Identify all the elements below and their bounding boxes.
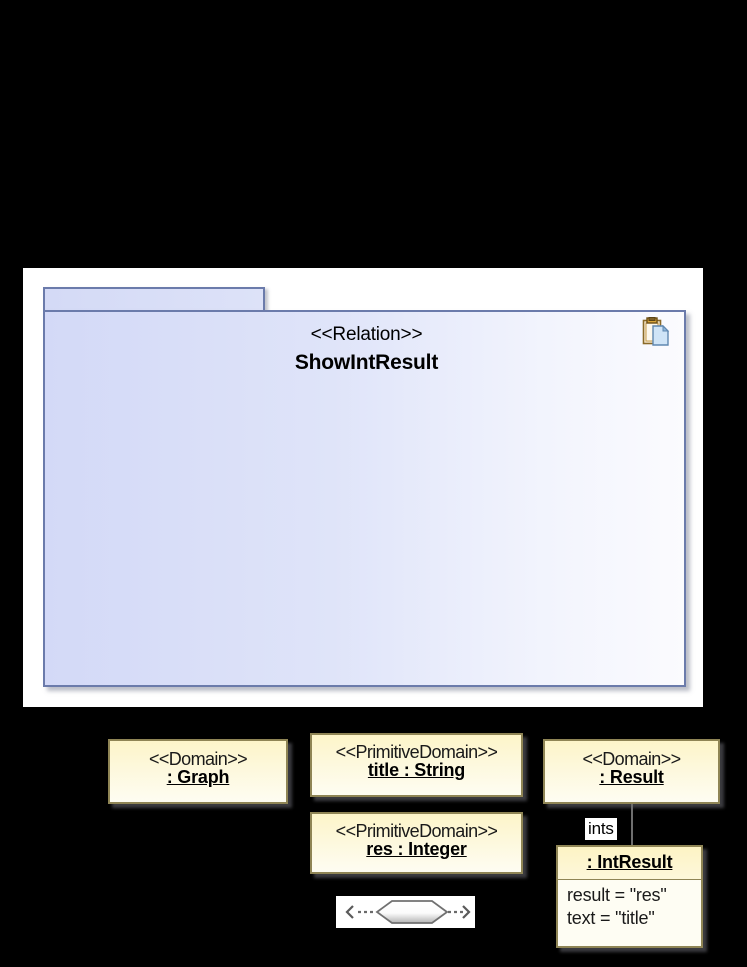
domain-box-result[interactable]: <<Domain>> : Result	[543, 739, 720, 804]
primitive-domain-box-res[interactable]: <<PrimitiveDomain>> res : Integer	[310, 812, 523, 874]
domain-graph-stereotype: <<Domain>>	[148, 749, 248, 769]
object-box-intresult[interactable]: : IntResult result = "res" text = "title…	[556, 845, 703, 948]
primitive-domain-title-stereotype: <<PrimitiveDomain>>	[335, 742, 498, 762]
diagram-canvas: <<Relation>> ShowIntResult <<Domain>> : …	[23, 268, 720, 948]
package-body[interactable]: <<Relation>> ShowIntResult <<Domain>> : …	[43, 310, 720, 948]
domain-graph-name: : Graph	[166, 767, 230, 787]
association-line	[631, 804, 633, 846]
domain-box-graph[interactable]: <<Domain>> : Graph	[108, 739, 288, 804]
object-attributes-compartment: result = "res" text = "title"	[558, 880, 701, 930]
package-name: ShowIntResult	[294, 351, 439, 374]
primitive-domain-res-name: res : Integer	[366, 839, 467, 859]
relation-hexagon-connector[interactable]	[336, 896, 475, 928]
primitive-domain-res-stereotype: <<PrimitiveDomain>>	[335, 821, 498, 841]
object-attribute-result: result = "res"	[567, 885, 667, 905]
package-tab[interactable]	[43, 287, 265, 312]
object-title-compartment: : IntResult	[558, 847, 701, 880]
hexagon-shape	[375, 900, 449, 924]
object-intresult-name: : IntResult	[586, 852, 673, 872]
association-role-label: ints	[585, 818, 617, 840]
domain-result-stereotype: <<Domain>>	[582, 749, 681, 769]
package-stereotype: <<Relation>>	[310, 324, 423, 345]
domain-result-name: : Result	[599, 767, 664, 787]
clipboard-copy-icon[interactable]	[642, 317, 670, 347]
primitive-domain-title-name: title : String	[367, 760, 466, 780]
object-attribute-text: text = "title"	[567, 908, 655, 929]
primitive-domain-box-title[interactable]: <<PrimitiveDomain>> title : String	[310, 733, 523, 797]
